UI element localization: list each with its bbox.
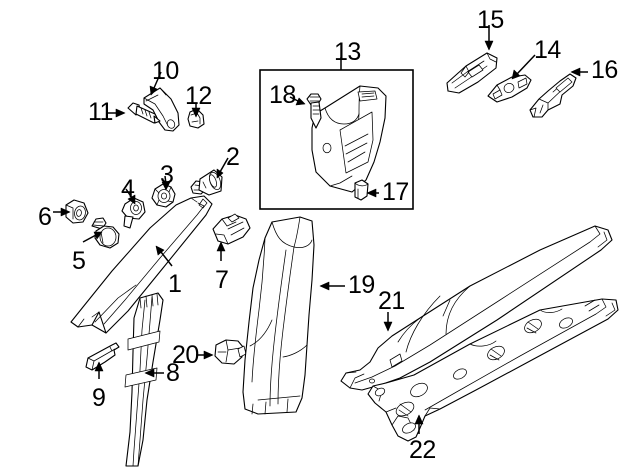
leader-3 xyxy=(161,175,171,191)
callout-16[interactable]: 16 xyxy=(591,56,618,84)
leader-15 xyxy=(484,25,494,51)
callout-10[interactable]: 10 xyxy=(152,57,179,85)
part-handle-screw xyxy=(127,102,161,124)
callout-3[interactable]: 3 xyxy=(160,161,174,189)
leader-22 xyxy=(414,414,424,434)
callout-1[interactable]: 1 xyxy=(168,270,182,298)
callout-11[interactable]: 11 xyxy=(88,98,113,126)
callout-2[interactable]: 2 xyxy=(226,143,240,171)
part-b-pillar-trim-panel xyxy=(242,216,315,415)
leader-6 xyxy=(53,207,71,217)
part-screw-large xyxy=(190,169,223,196)
leader-14 xyxy=(511,54,536,80)
part-panel-plug-cap xyxy=(354,179,369,201)
callout-9[interactable]: 9 xyxy=(92,384,106,412)
callout-20[interactable]: 20 xyxy=(172,341,199,369)
part-trim-retainer-clip xyxy=(214,339,247,365)
leader-12 xyxy=(191,103,201,118)
callout-7[interactable]: 7 xyxy=(215,266,229,294)
callout-18[interactable]: 18 xyxy=(269,81,296,109)
leader-8 xyxy=(144,368,164,378)
leader-19 xyxy=(319,281,345,291)
part-door-sill-scuff-plate xyxy=(340,225,613,391)
leader-7 xyxy=(216,241,226,261)
callout-6[interactable]: 6 xyxy=(38,203,52,231)
leader-4 xyxy=(125,188,136,205)
leader-11 xyxy=(107,108,126,118)
leader-17 xyxy=(366,188,379,198)
callout-22[interactable]: 22 xyxy=(409,436,436,464)
part-a-pillar-trim-panel xyxy=(70,195,213,334)
leader-21 xyxy=(383,312,393,332)
leader-10 xyxy=(149,71,162,96)
leader-1 xyxy=(155,245,173,267)
callout-19[interactable]: 19 xyxy=(348,271,375,299)
part-panel-screw xyxy=(306,93,322,129)
callout-21[interactable]: 21 xyxy=(378,287,405,315)
part-push-pin-clip xyxy=(121,197,146,229)
callout-14[interactable]: 14 xyxy=(534,36,561,64)
item-13-detail-box xyxy=(259,69,414,210)
callout-12[interactable]: 12 xyxy=(185,82,212,110)
part-assist-grab-handle xyxy=(143,87,180,132)
leader-16 xyxy=(570,67,588,77)
leader-20 xyxy=(196,350,214,360)
callout-17[interactable]: 17 xyxy=(382,178,409,206)
part-cap-grommet xyxy=(65,199,89,224)
leader-9 xyxy=(94,361,104,379)
part-rocker-panel-reinforcement xyxy=(367,298,619,442)
callout-13[interactable]: 13 xyxy=(334,38,361,66)
part-upper-trim-molding xyxy=(446,52,498,94)
leader-5 xyxy=(82,231,103,243)
leader-2 xyxy=(216,157,229,179)
part-seat-belt-guide-bracket xyxy=(529,73,577,118)
callout-4[interactable]: 4 xyxy=(121,175,135,203)
leader-18 xyxy=(289,96,306,106)
part-trim-cover-small xyxy=(212,213,251,245)
part-trim-clip-bracket xyxy=(85,342,120,371)
part-pillar-weatherstrip-retainer xyxy=(124,292,164,467)
part-handle-cover-cap xyxy=(187,108,205,129)
part-knob-screw xyxy=(91,217,120,249)
callout-8[interactable]: 8 xyxy=(166,359,180,387)
part-c-pillar-trim-panel xyxy=(311,85,387,193)
callout-15[interactable]: 15 xyxy=(477,6,504,34)
callout-5[interactable]: 5 xyxy=(72,247,86,275)
part-latch-striker-cover xyxy=(487,74,532,103)
